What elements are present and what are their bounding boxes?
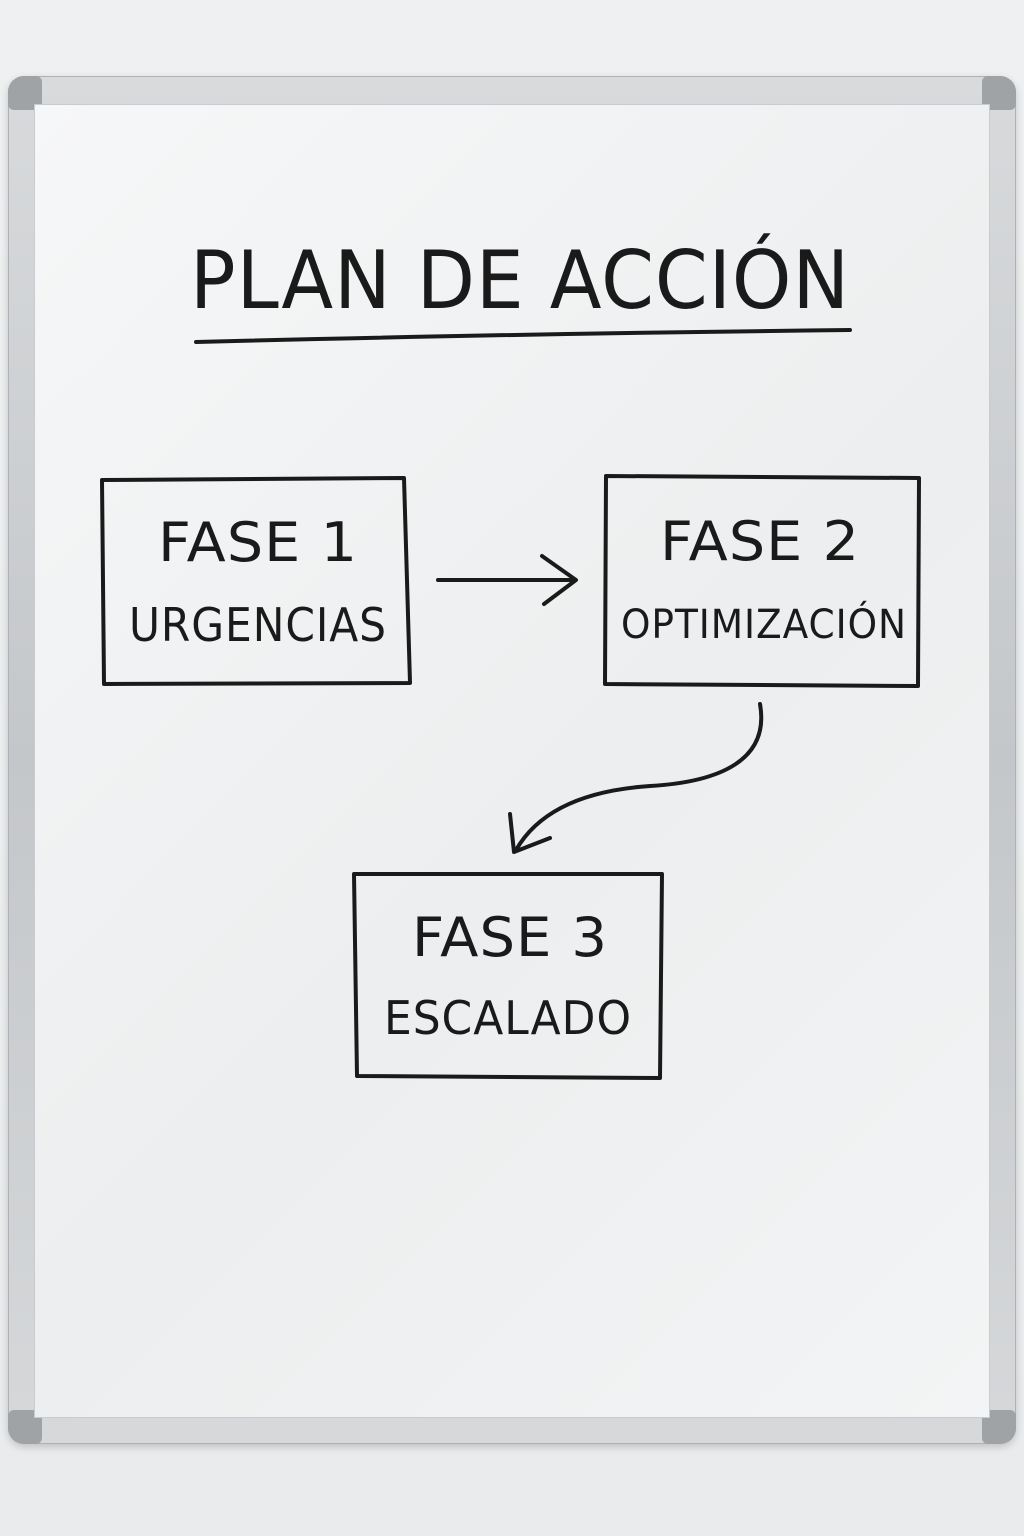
whiteboard-surface <box>34 104 990 1418</box>
